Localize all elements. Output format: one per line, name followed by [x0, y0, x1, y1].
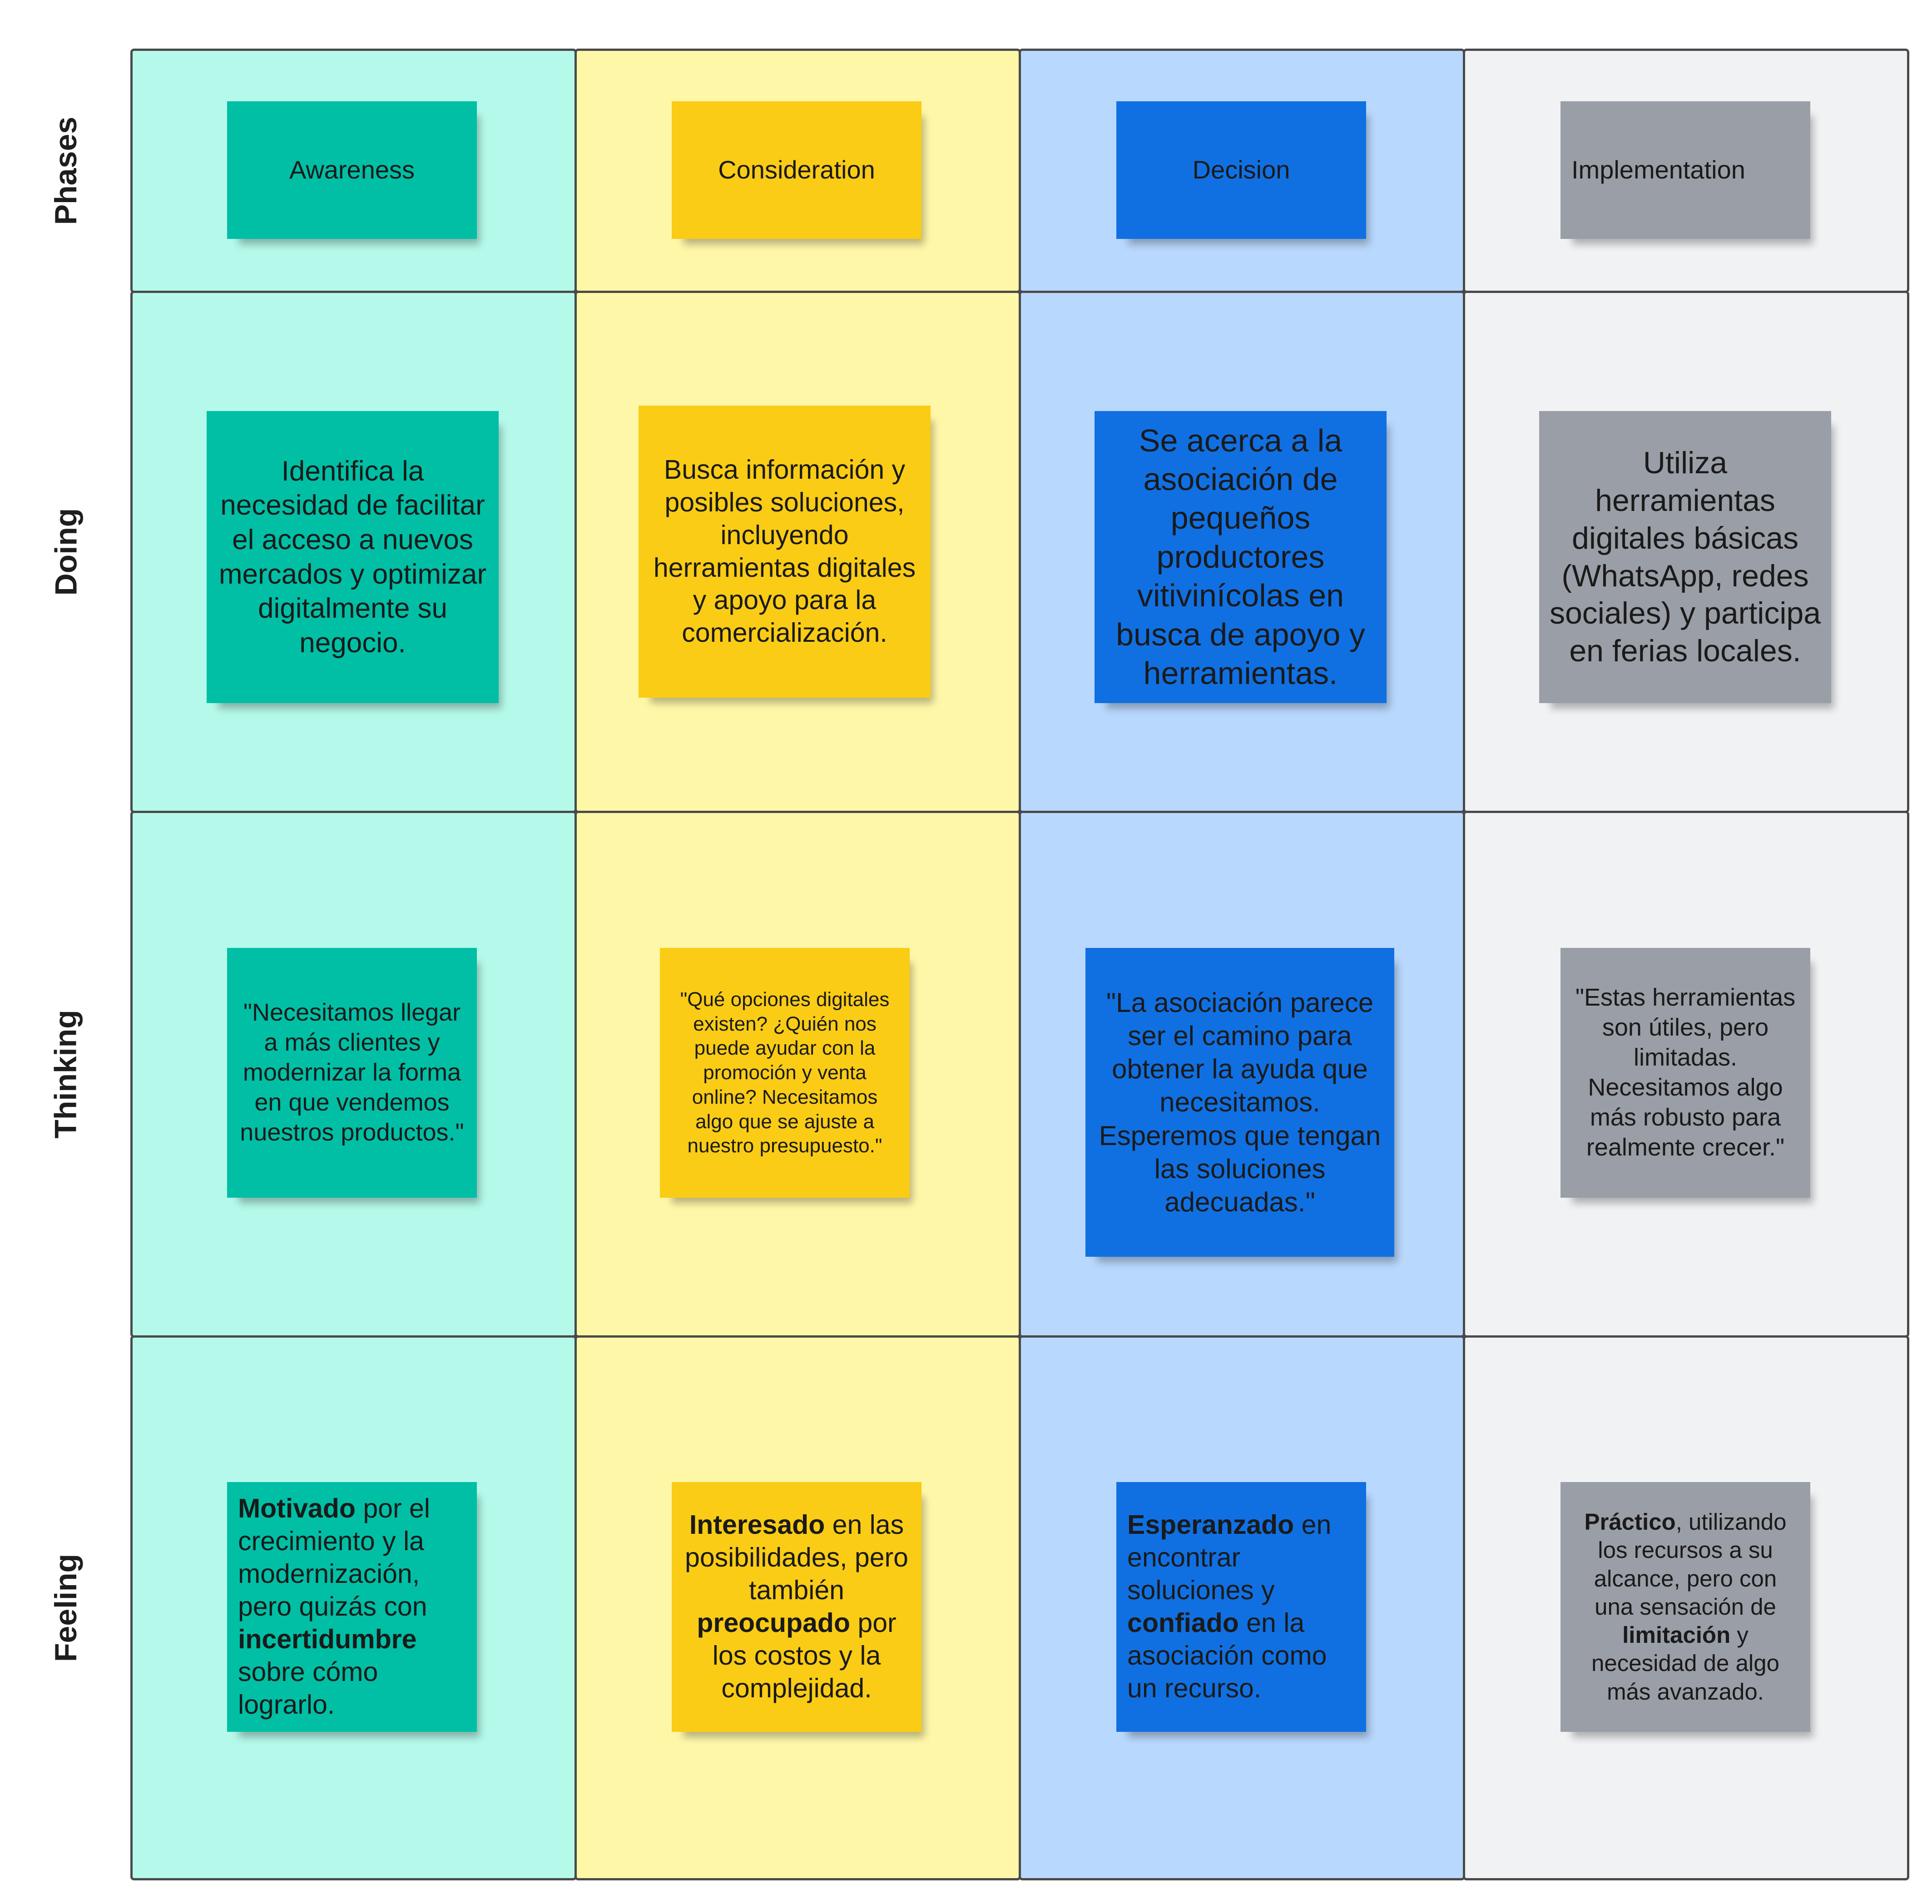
sticky-note-text: Utiliza herramientas digitales básicas (…	[1549, 445, 1821, 669]
cell-feeling-consideration	[575, 1335, 1021, 1880]
sticky-note-text: "Necesitamos llegar a más clientes y mod…	[240, 999, 464, 1146]
sticky-note-feeling-consideration[interactable]: Interesado en las posibilidades, pero ta…	[672, 1482, 921, 1732]
emphasis-feeling: Práctico	[1584, 1509, 1676, 1535]
sticky-note-text: "Qué opciones digitales existen? ¿Quién …	[680, 988, 890, 1157]
sticky-note-text: Consideration	[718, 155, 875, 184]
row-label-thinking: Thinking	[49, 1010, 84, 1139]
sticky-note-text: "La asociación parece ser el camino para…	[1099, 987, 1381, 1217]
sticky-note-doing-decision[interactable]: Se acerca a la asociación de pequeños pr…	[1095, 411, 1387, 703]
sticky-note-thinking-decision[interactable]: "La asociación parece ser el camino para…	[1085, 948, 1394, 1257]
emphasis-feeling: confiado	[1127, 1608, 1239, 1638]
sticky-note-text: Awareness	[289, 155, 415, 184]
sticky-note-thinking-awareness[interactable]: "Necesitamos llegar a más clientes y mod…	[227, 948, 477, 1198]
sticky-note-text: Busca información y posibles soluciones,…	[653, 454, 916, 648]
sticky-note-phase-awareness[interactable]: Awareness	[227, 101, 477, 239]
sticky-note-text: Esperanzado en encontrar soluciones y co…	[1127, 1510, 1332, 1703]
sticky-note-text: Se acerca a la asociación de pequeños pr…	[1116, 422, 1365, 691]
sticky-note-phase-consideration[interactable]: Consideration	[672, 101, 921, 239]
sticky-note-text: "Estas herramientas son útiles, pero lim…	[1575, 984, 1796, 1161]
emphasis-feeling: Motivado	[238, 1493, 356, 1524]
sticky-note-feeling-decision[interactable]: Esperanzado en encontrar soluciones y co…	[1116, 1482, 1366, 1732]
emphasis-feeling: incertidumbre	[238, 1624, 417, 1654]
emphasis-feeling: Esperanzado	[1127, 1510, 1294, 1540]
sticky-note-doing-awareness[interactable]: Identifica la necesidad de facilitar el …	[207, 411, 499, 703]
sticky-note-text: Interesado en las posibilidades, pero ta…	[685, 1510, 908, 1703]
sticky-note-text: Decision	[1192, 155, 1290, 184]
sticky-note-feeling-awareness[interactable]: Motivado por el crecimiento y la moderni…	[227, 1482, 477, 1732]
sticky-note-text: Implementation	[1571, 155, 1745, 184]
sticky-note-thinking-consideration[interactable]: "Qué opciones digitales existen? ¿Quién …	[660, 948, 910, 1198]
row-label-doing: Doing	[49, 508, 83, 596]
row-label-feeling: Feeling	[49, 1553, 84, 1662]
sticky-note-text: Práctico, utilizando los recursos a su a…	[1584, 1509, 1787, 1705]
sticky-note-phase-decision[interactable]: Decision	[1116, 101, 1366, 239]
row-label-phases: Phases	[49, 116, 84, 225]
sticky-note-doing-implementation[interactable]: Utiliza herramientas digitales básicas (…	[1539, 411, 1831, 703]
sticky-note-phase-implementation[interactable]: Implementation	[1560, 101, 1810, 239]
sticky-note-text: Identifica la necesidad de facilitar el …	[218, 455, 487, 659]
sticky-note-text: Motivado por el crecimiento y la moderni…	[238, 1493, 430, 1720]
sticky-note-feeling-implementation[interactable]: Práctico, utilizando los recursos a su a…	[1560, 1482, 1810, 1732]
emphasis-feeling: limitación	[1622, 1622, 1731, 1648]
sticky-note-doing-consideration[interactable]: Busca información y posibles soluciones,…	[639, 406, 931, 698]
emphasis-feeling: Interesado	[689, 1510, 825, 1540]
sticky-note-thinking-implementation[interactable]: "Estas herramientas son útiles, pero lim…	[1560, 948, 1810, 1198]
emphasis-feeling: preocupado	[697, 1608, 850, 1638]
